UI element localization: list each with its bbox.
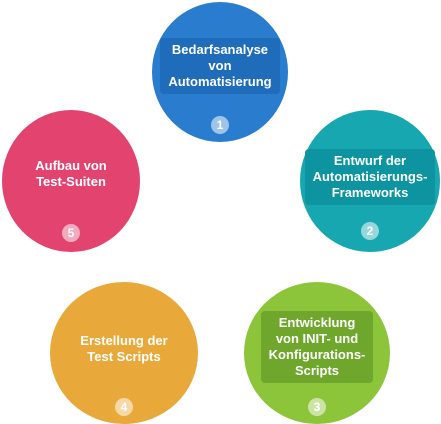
step-4-label-box: Erstellung der Test Scripts xyxy=(72,329,175,369)
step-1-number-badge: 1 xyxy=(211,116,229,134)
step-1-label-box: Bedarfsanalyse von Automatisierung xyxy=(160,38,280,94)
step-3-label-box: Entwicklung von INIT- und Konfigurations… xyxy=(260,311,374,383)
step-4-number-badge: 4 xyxy=(115,398,133,416)
step-2-label: Entwurf der Automatisierungs- Frameworks xyxy=(312,153,428,200)
step-5-circle: Aufbau von Test-Suiten 5 xyxy=(2,110,140,252)
step-1-circle: Bedarfsanalyse von Automatisierung 1 xyxy=(152,2,288,142)
step-2-circle: Entwurf der Automatisierungs- Frameworks… xyxy=(300,110,440,252)
step-5-label: Aufbau von Test-Suiten xyxy=(35,158,107,189)
step-4-label: Erstellung der Test Scripts xyxy=(80,333,168,364)
step-1-label: Bedarfsanalyse von Automatisierung xyxy=(168,42,272,89)
step-3-number-badge: 3 xyxy=(308,398,326,416)
step-5-number-badge: 5 xyxy=(62,224,80,242)
step-3-label: Entwicklung von INIT- und Konfigurations… xyxy=(268,315,366,378)
step-5-label-box: Aufbau von Test-Suiten xyxy=(27,154,115,194)
step-3-circle: Entwicklung von INIT- und Konfigurations… xyxy=(244,282,390,424)
step-2-label-box: Entwurf der Automatisierungs- Frameworks xyxy=(304,149,436,205)
step-4-circle: Erstellung der Test Scripts 4 xyxy=(50,282,198,424)
step-2-number-badge: 2 xyxy=(361,222,379,240)
